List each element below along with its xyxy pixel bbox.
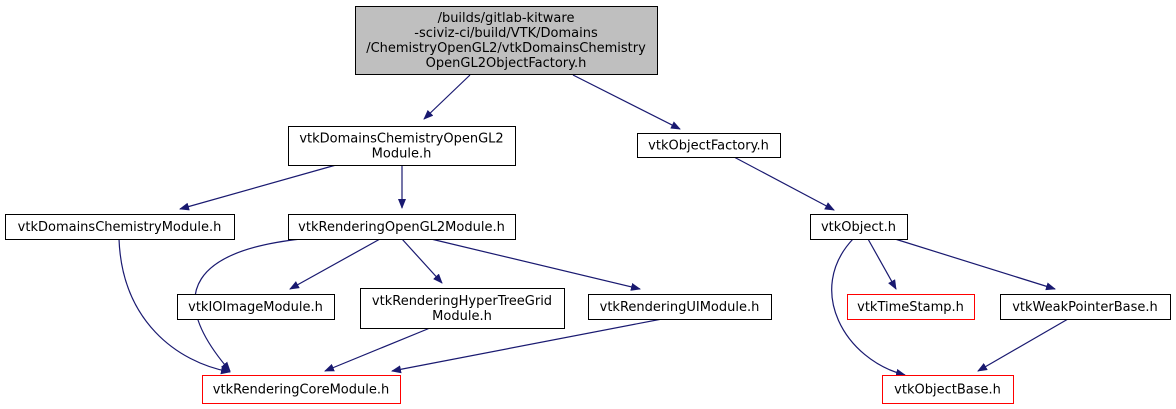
edge-hypertreegrid-to-renderingcoremodule: [324, 327, 431, 372]
edge-renderinggl2module-to-renderingcoremodule: [194, 238, 302, 372]
edge-object-to-weakpointerbase: [894, 238, 1056, 291]
node-box: [288, 214, 516, 240]
node-label-line: /builds/gitlab-kitware: [438, 11, 575, 26]
node-label-line: vtkRenderingHyperTreeGrid: [372, 294, 552, 309]
node-objectbase[interactable]: vtkObjectBase.h: [882, 375, 1014, 404]
node-label-line: vtkRenderingOpenGL2Module.h: [298, 220, 505, 235]
node-label-line: vtkRenderingUIModule.h: [600, 300, 760, 315]
node-renderinggl2module[interactable]: vtkRenderingOpenGL2Module.h: [288, 214, 516, 240]
node-ioimagemodule[interactable]: vtkIOImageModule.h: [177, 294, 335, 320]
node-label-line: /ChemistryOpenGL2/vtkDomainsChemistry: [366, 41, 646, 56]
node-box: [360, 288, 565, 329]
node-box: [288, 126, 516, 166]
node-label-line: vtkDomainsChemistryModule.h: [18, 220, 222, 235]
edges-layer: [118, 74, 1069, 377]
node-box: [882, 375, 1014, 404]
node-box: [177, 294, 335, 320]
node-root[interactable]: /builds/gitlab-kitware-sciviz-ci/build/V…: [355, 6, 658, 75]
edge-root-to-domchemgl2module: [423, 74, 471, 120]
node-box: [1000, 294, 1171, 320]
nodes-layer: /builds/gitlab-kitware-sciviz-ci/build/V…: [5, 6, 1171, 404]
node-box: [355, 6, 658, 75]
node-label-line: -sciviz-ci/build/VTK/Domains: [414, 26, 598, 41]
node-weakpointerbase[interactable]: vtkWeakPointerBase.h: [1000, 294, 1171, 320]
edge-domchemmodule-to-renderingcoremodule: [118, 238, 231, 375]
node-label-line: vtkRenderingCoreModule.h: [213, 383, 389, 398]
node-box: [637, 133, 781, 158]
edge-domchemgl2module-to-domchemmodule: [179, 164, 337, 211]
edge-renderinggl2module-to-hypertreegrid: [401, 238, 443, 284]
node-label-line: OpenGL2ObjectFactory.h: [426, 56, 587, 71]
node-label-line: vtkIOImageModule.h: [188, 300, 323, 315]
node-object[interactable]: vtkObject.h: [810, 214, 908, 240]
node-box: [202, 375, 401, 404]
node-renderinguimodule[interactable]: vtkRenderingUIModule.h: [588, 294, 772, 320]
node-label-line: Module.h: [432, 309, 492, 324]
node-box: [847, 294, 975, 320]
edge-object-to-objectbase: [831, 238, 906, 377]
node-label-line: vtkObjectFactory.h: [648, 139, 769, 154]
node-domchemmodule[interactable]: vtkDomainsChemistryModule.h: [5, 214, 235, 240]
edge-renderinggl2module-to-renderinguimodule: [430, 238, 641, 291]
node-label-line: vtkObject.h: [821, 220, 896, 235]
edge-renderinggl2module-to-ioimagemodule: [289, 238, 381, 290]
node-renderingcoremodule[interactable]: vtkRenderingCoreModule.h: [202, 375, 401, 404]
edge-object-to-timestamp: [867, 238, 897, 290]
node-label-line: vtkTimeStamp.h: [857, 300, 964, 315]
node-label-line: vtkWeakPointerBase.h: [1012, 300, 1158, 315]
node-label-line: vtkDomainsChemistryOpenGL2: [299, 132, 503, 147]
node-box: [5, 214, 235, 240]
node-box: [588, 294, 772, 320]
node-label-line: Module.h: [372, 147, 432, 162]
node-label-line: vtkObjectBase.h: [894, 383, 1001, 398]
node-timestamp[interactable]: vtkTimeStamp.h: [847, 294, 975, 320]
node-box: [810, 214, 908, 240]
node-objectfactory[interactable]: vtkObjectFactory.h: [637, 133, 781, 158]
edge-objectfactory-to-object: [733, 156, 835, 211]
edge-weakpointerbase-to-objectbase: [977, 318, 1069, 372]
edge-renderinguimodule-to-renderingcoremodule: [391, 318, 663, 374]
edge-root-to-objectfactory: [572, 74, 681, 130]
